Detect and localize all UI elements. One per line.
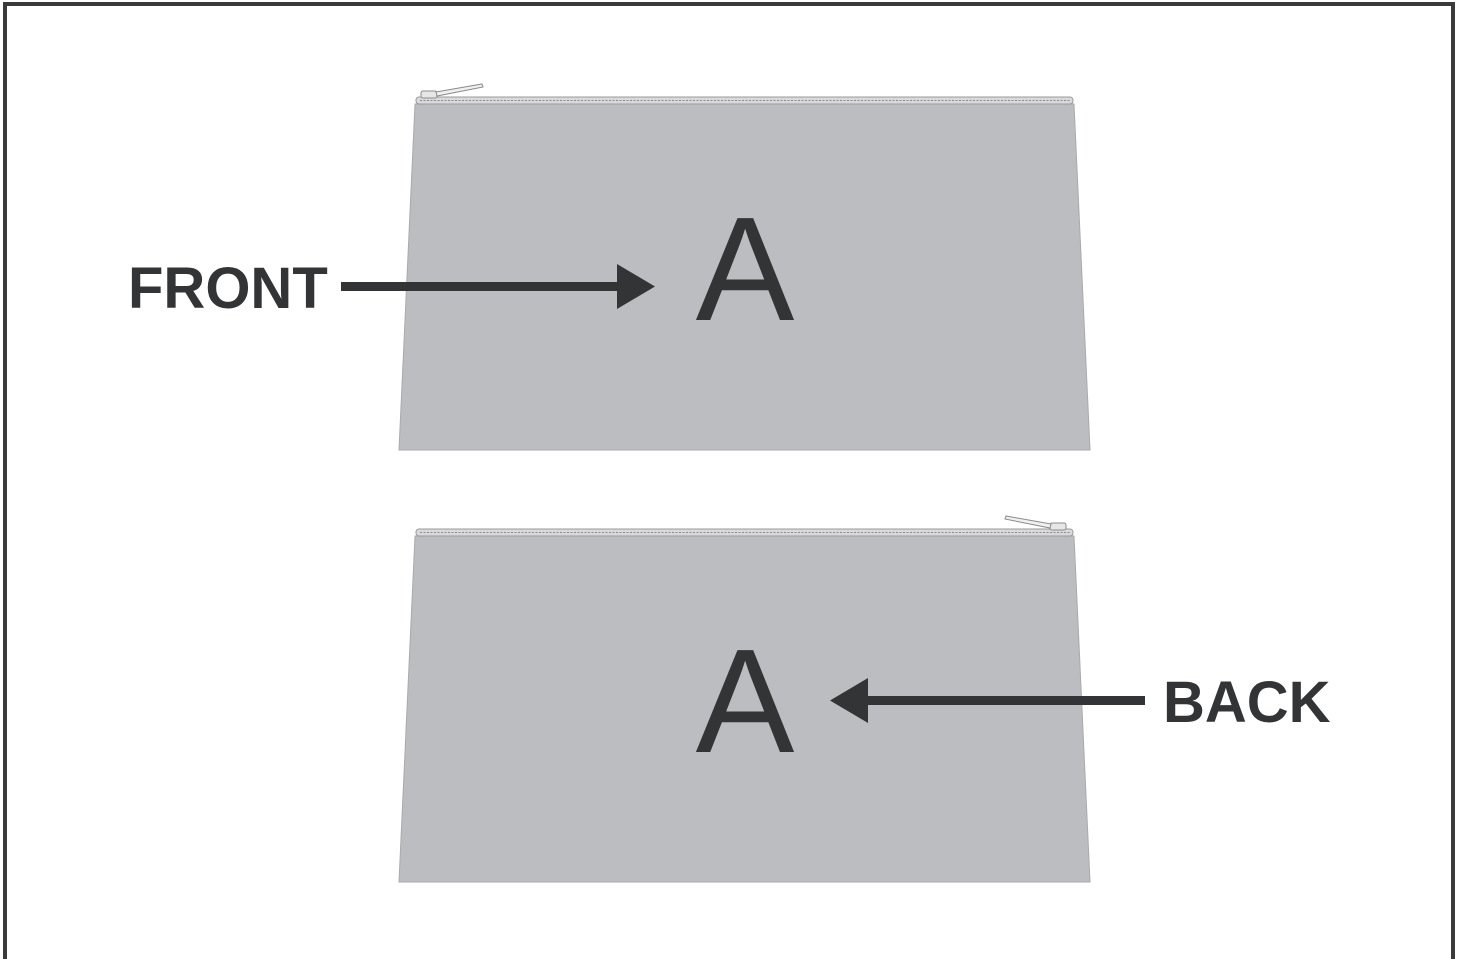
arrow-left-icon <box>830 678 1145 723</box>
front-callout: FRONT <box>128 256 655 321</box>
front-label: FRONT <box>128 256 328 321</box>
back-pouch: A <box>398 515 1091 883</box>
front-pouch: A <box>398 83 1091 451</box>
zipper-pull-icon <box>1004 515 1067 531</box>
back-zipper <box>415 528 1074 537</box>
front-zipper <box>415 96 1074 105</box>
front-panel-letter: A <box>696 187 795 352</box>
back-panel-letter: A <box>696 619 795 784</box>
back-label: BACK <box>1163 670 1331 735</box>
back-callout: BACK <box>830 670 1331 735</box>
arrow-right-icon <box>341 264 655 309</box>
zipper-pull-icon <box>420 83 484 99</box>
